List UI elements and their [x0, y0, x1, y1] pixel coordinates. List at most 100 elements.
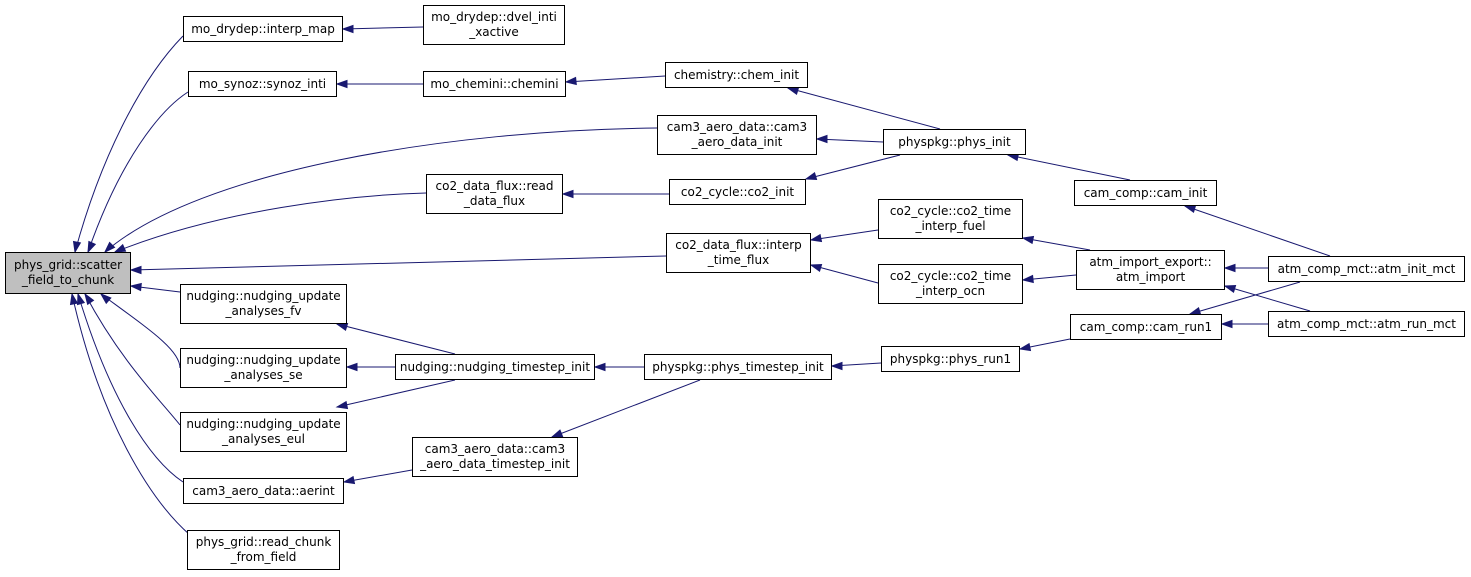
node-label-line: _interp_fuel	[915, 219, 986, 233]
node-label-line: co2_cycle::co2_init	[680, 184, 795, 199]
node-label-line: _analyses_fv	[225, 304, 302, 318]
node-interp-time-flux[interactable]: co2_data_flux::interp_time_flux	[666, 233, 811, 273]
node-label-line: _time_flux	[707, 253, 770, 267]
node-label-line: mo_synoz::synoz_inti	[198, 76, 327, 91]
node-label-line: physpkg::phys_init	[898, 134, 1011, 149]
arrowhead-icon	[561, 189, 574, 199]
call-edge	[1189, 281, 1301, 315]
call-edge	[84, 293, 181, 426]
node-read-chunk-from-field[interactable]: phys_grid::read_chunk_from_field	[187, 530, 340, 570]
call-edge	[336, 379, 456, 408]
node-co2-time-interp-ocn[interactable]: co2_cycle::co2_time_interp_ocn	[878, 264, 1023, 304]
node-phys-init[interactable]: physpkg::phys_init	[883, 129, 1026, 155]
arrowhead-icon	[69, 292, 79, 306]
node-cam3-aero-data-timestep-init[interactable]: cam3_aero_data::cam3_aero_data_timestep_…	[412, 437, 578, 477]
arrowhead-icon	[72, 240, 82, 254]
node-aerint[interactable]: cam3_aero_data::aerint	[183, 478, 344, 504]
arrowhead-icon	[1220, 319, 1233, 329]
node-synoz-inti[interactable]: mo_synoz::synoz_inti	[188, 71, 337, 97]
arrowhead-icon	[550, 429, 564, 438]
arrowhead-icon	[1021, 235, 1035, 245]
node-label-line: _analyses_eul	[222, 432, 305, 446]
call-edge	[87, 91, 189, 253]
node-label-line: co2_cycle::co2_time	[889, 204, 1012, 218]
node-label-line: nudging::nudging_timestep_init	[399, 359, 591, 374]
node-label-line: nudging::nudging_update	[186, 417, 341, 431]
call-edges	[69, 24, 1331, 536]
call-edge	[77, 293, 184, 483]
node-label-line: phys_grid::scatter	[13, 258, 123, 272]
arrowhead-icon	[564, 76, 577, 86]
arrowhead-icon	[830, 361, 843, 371]
arrowhead-icon	[345, 362, 358, 372]
call-edge	[1224, 285, 1311, 312]
node-nudging-update-se[interactable]: nudging::nudging_update_analyses_se	[180, 348, 347, 388]
node-label-line: cam_comp::cam_run1	[1079, 319, 1213, 334]
node-nudging-timestep-init[interactable]: nudging::nudging_timestep_init	[395, 354, 595, 380]
node-label-line: physpkg::phys_timestep_init	[652, 359, 824, 374]
node-co2-init[interactable]: co2_cycle::co2_init	[669, 179, 806, 205]
node-label-line: atm_comp_mct::atm_run_mct	[1277, 316, 1456, 331]
call-edge	[336, 323, 456, 355]
arrowhead-icon	[815, 134, 828, 144]
node-label-line: co2_data_flux::read	[435, 179, 554, 193]
node-label-line: _analyses_se	[224, 368, 303, 382]
node-cam-init[interactable]: cam_comp::cam_init	[1074, 180, 1217, 206]
arrowhead-icon	[113, 243, 127, 253]
node-nudging-update-fv[interactable]: nudging::nudging_update_analyses_fv	[180, 284, 347, 324]
node-label-line: _aero_data_timestep_init	[420, 457, 570, 471]
arrowhead-icon	[804, 171, 818, 181]
call-edge	[805, 154, 901, 180]
node-label-line: atm_import_export::	[1089, 255, 1212, 269]
call-edge	[551, 379, 701, 438]
node-label-line: mo_drydep::dvel_inti	[431, 10, 557, 24]
call-edge	[74, 35, 184, 253]
call-edge	[71, 293, 191, 536]
node-label-line: _from_field	[230, 550, 297, 564]
node-label-line: atm_comp_mct::atm_init_mct	[1277, 261, 1456, 276]
node-cam-run1[interactable]: cam_comp::cam_run1	[1070, 314, 1222, 340]
arrowhead-icon	[99, 293, 112, 305]
call-edge	[1007, 154, 1131, 181]
call-edge	[816, 138, 884, 143]
node-label-line: mo_chemini::chemini	[430, 76, 559, 91]
node-co2-time-interp-fuel[interactable]: co2_cycle::co2_time_interp_fuel	[878, 199, 1023, 239]
arrowhead-icon	[342, 475, 356, 485]
node-label-line: atm_import	[1115, 270, 1186, 284]
node-chem-init[interactable]: chemistry::chem_init	[665, 62, 808, 88]
call-edge	[104, 127, 658, 253]
node-nudging-update-eul[interactable]: nudging::nudging_update_analyses_eul	[180, 412, 347, 452]
node-label-line: _field_to_chunk	[21, 273, 115, 287]
node-label-line: nudging::nudging_update	[186, 289, 341, 303]
node-read-data-flux[interactable]: co2_data_flux::read_data_flux	[426, 174, 563, 214]
call-edge	[1184, 205, 1331, 257]
node-label-line: mo_drydep::interp_map	[191, 21, 335, 36]
arrowhead-icon	[1223, 263, 1236, 273]
node-chemini[interactable]: mo_chemini::chemini	[423, 71, 566, 97]
node-phys-timestep-init[interactable]: physpkg::phys_timestep_init	[644, 354, 832, 380]
call-edge	[343, 469, 413, 483]
node-root: phys_grid::scatter_field_to_chunk	[5, 252, 131, 294]
arrowhead-icon	[129, 265, 142, 275]
arrowhead-icon	[335, 400, 349, 410]
node-dvel-inti[interactable]: mo_drydep::dvel_inti_xactive	[423, 5, 565, 45]
node-phys-run1[interactable]: physpkg::phys_run1	[881, 346, 1020, 372]
arrowhead-icon	[786, 86, 800, 96]
node-interp-map[interactable]: mo_drydep::interp_map	[183, 16, 343, 42]
node-label-line: cam_comp::cam_init	[1083, 185, 1208, 200]
arrowhead-icon	[335, 322, 349, 332]
call-edge	[114, 192, 427, 253]
node-cam3-aero-data-init[interactable]: cam3_aero_data::cam3_aero_data_init	[657, 115, 817, 155]
node-label-line: physpkg::phys_run1	[889, 351, 1012, 366]
call-edge	[787, 87, 941, 130]
node-label-line: _aero_data_init	[691, 135, 783, 149]
arrowhead-icon	[1021, 274, 1034, 284]
node-atm-import[interactable]: atm_import_export::atm_import	[1076, 250, 1225, 290]
node-label-line: co2_cycle::co2_time	[889, 269, 1012, 283]
node-atm-run-mct[interactable]: atm_comp_mct::atm_run_mct	[1268, 311, 1465, 337]
arrowhead-icon	[103, 241, 116, 254]
arrowhead-icon	[335, 79, 348, 89]
node-atm-init-mct[interactable]: atm_comp_mct::atm_init_mct	[1268, 256, 1465, 282]
node-label-line: cam3_aero_data::cam3	[424, 442, 566, 456]
